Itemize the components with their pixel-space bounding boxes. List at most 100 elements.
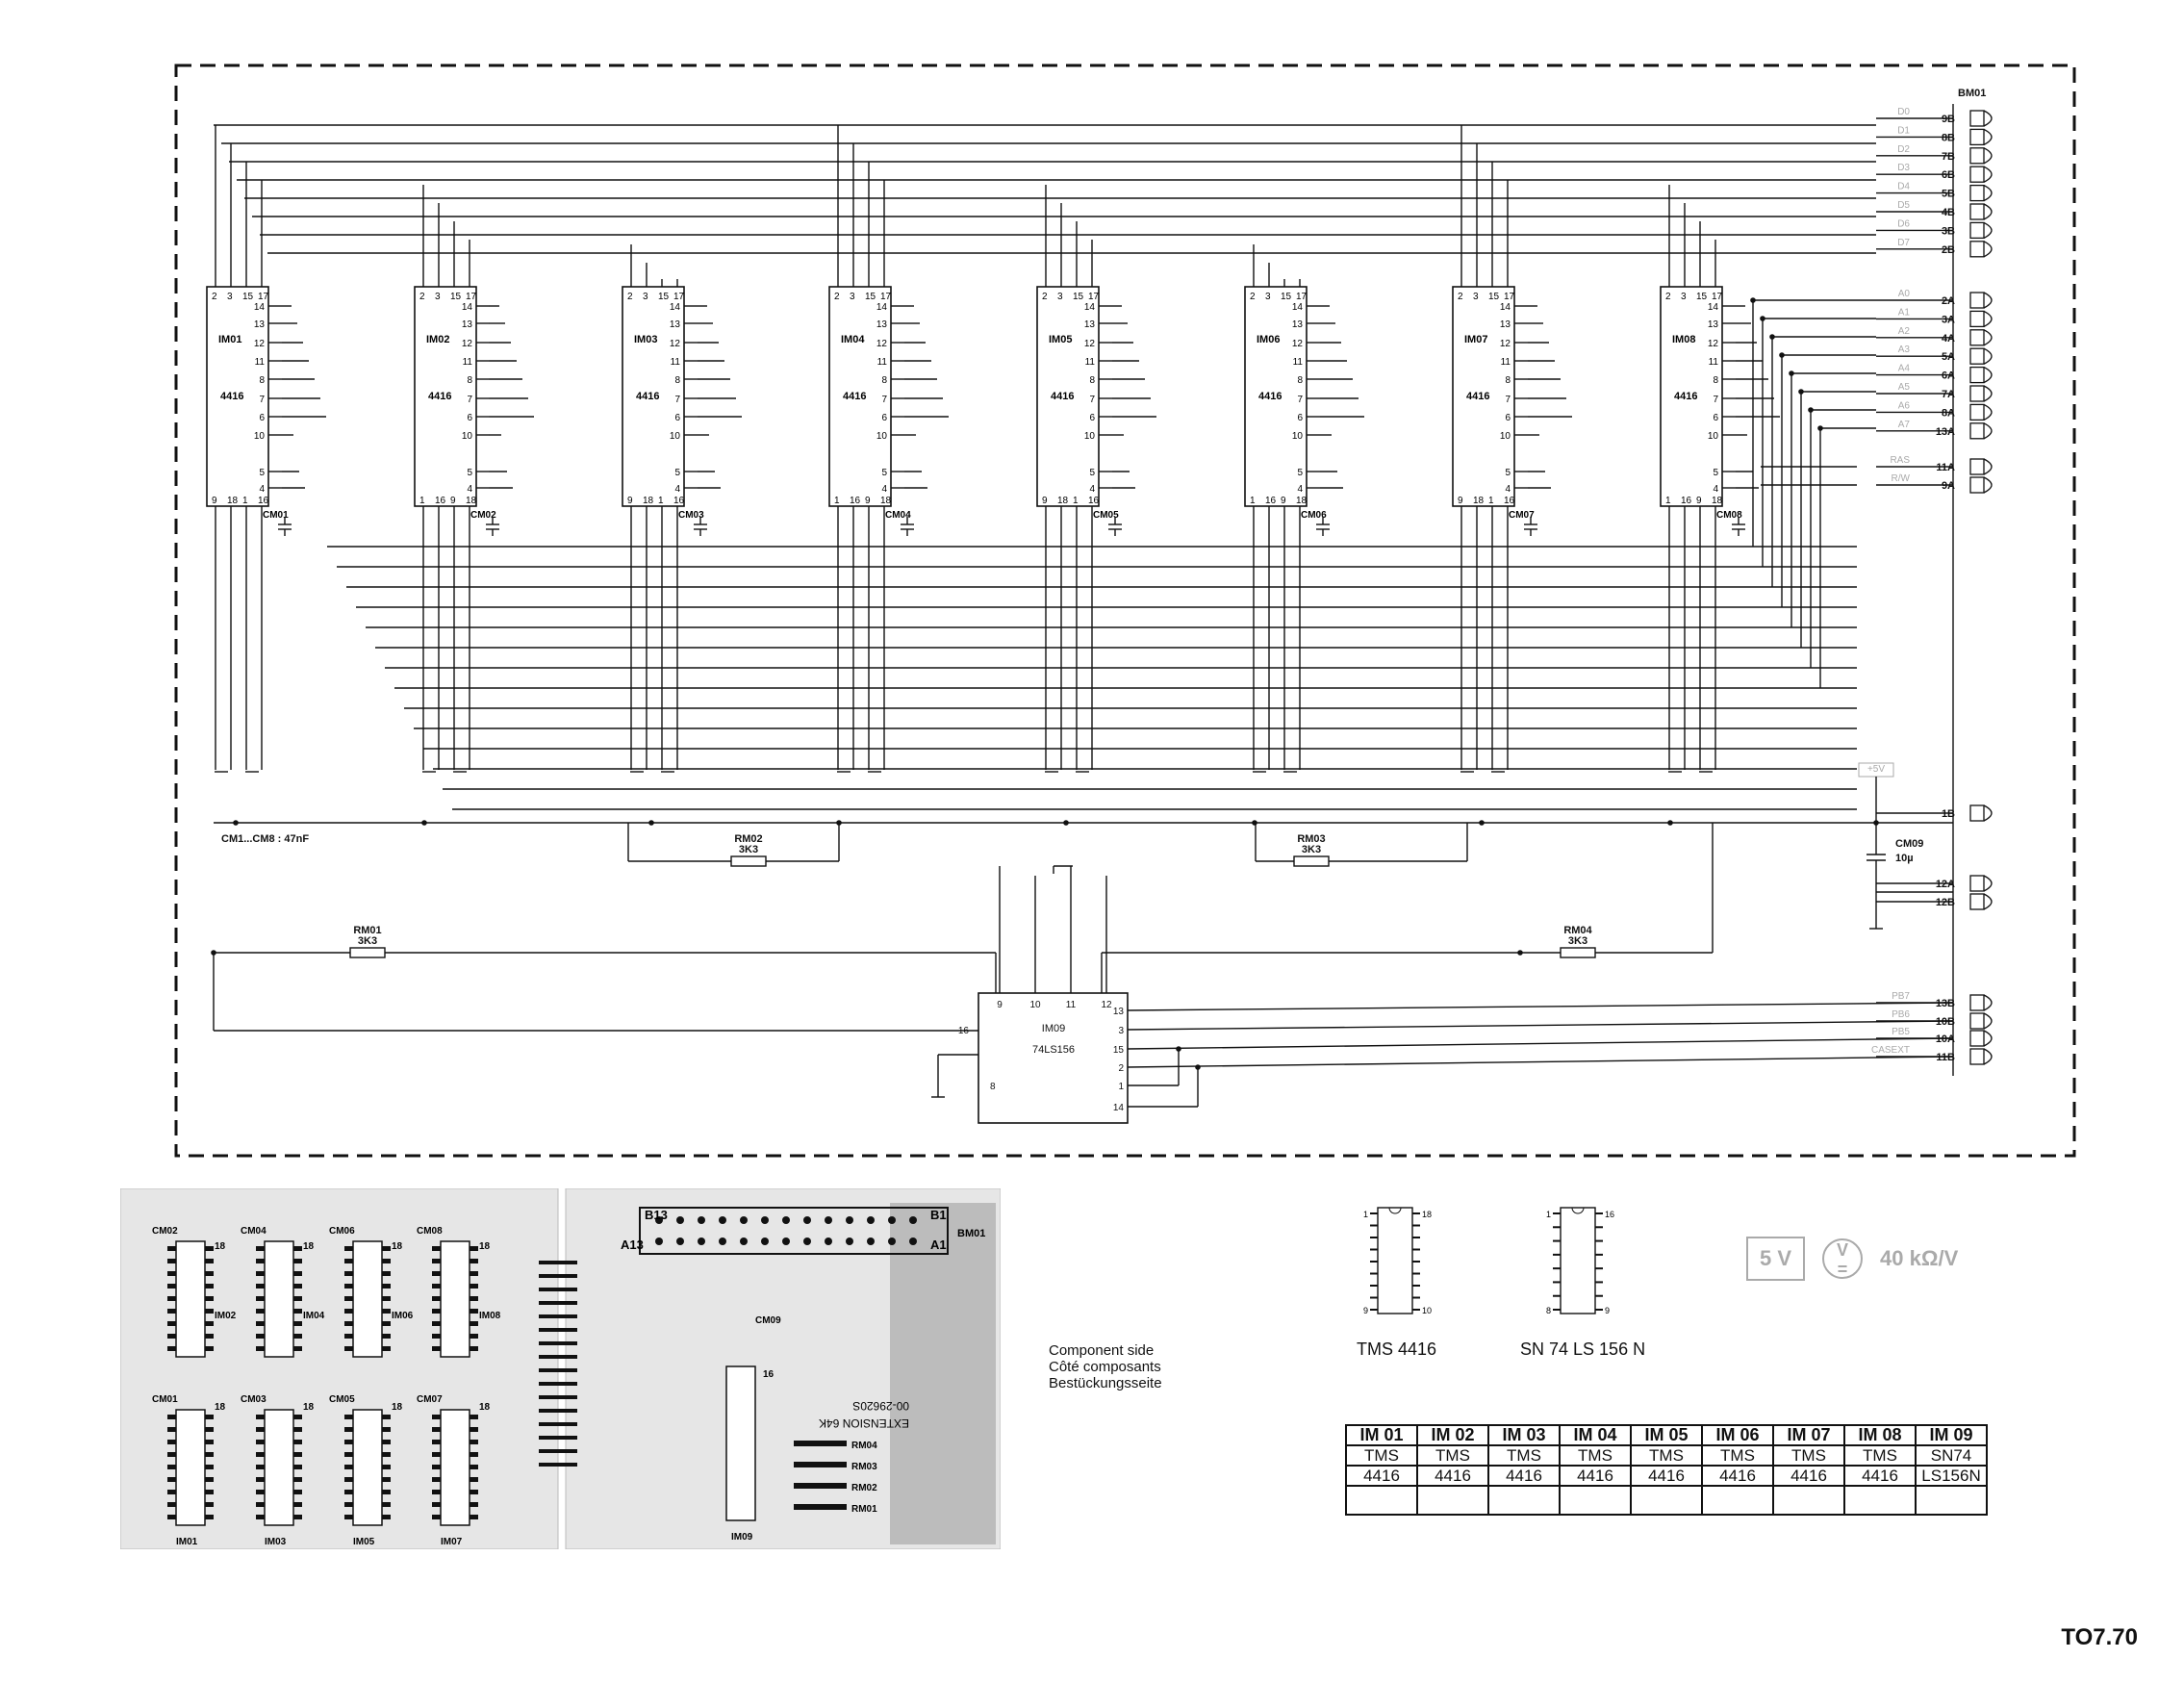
- connector-pin-number: 10B: [1936, 1016, 1955, 1028]
- chip-pin-number: 13: [462, 319, 473, 330]
- chip-pin-number: 5: [1505, 468, 1511, 478]
- pcb-chip-pad: [382, 1415, 391, 1419]
- pcb-chip-pad: [470, 1259, 478, 1263]
- junction-dot: [1479, 820, 1485, 826]
- decoder-pin-number: 1: [1118, 1082, 1124, 1092]
- connector-pin-socket: [1969, 875, 1985, 892]
- chip-pin-number: 3: [1265, 292, 1271, 302]
- chip-pin-number: 14: [1084, 302, 1096, 313]
- ic-table-empty-cell: [1630, 1485, 1703, 1516]
- pcb-pin-mark: 18: [392, 1241, 403, 1252]
- pcb-chip-pad: [205, 1246, 214, 1251]
- resistor-rm04-value: 3K3: [1568, 935, 1587, 947]
- address-signal-label: A7: [1898, 420, 1911, 430]
- data-signal-label: D2: [1897, 144, 1910, 155]
- pcb-chip-pad: [293, 1490, 302, 1494]
- chip-pin-number: 5: [1713, 468, 1718, 478]
- voltmeter-icon: V=: [1822, 1238, 1864, 1279]
- chip-pin-number: 9: [450, 496, 456, 506]
- connector-pin-number: 13B: [1936, 998, 1955, 1009]
- connector-pin-contact: [1983, 367, 1993, 384]
- decoder-pin-number: 10: [1029, 1000, 1041, 1010]
- pcb-chip-pad: [470, 1321, 478, 1326]
- pcb-chip-pad: [470, 1427, 478, 1432]
- pcb-chip-pad: [167, 1346, 176, 1351]
- pcb-connector-pad: [825, 1237, 832, 1245]
- chip-pin-number: 4: [674, 484, 680, 495]
- chip-pin-number: 9: [865, 496, 871, 506]
- ic-table-header: IM 06: [1701, 1424, 1774, 1446]
- ic-table-empty-cell: [1915, 1485, 1988, 1516]
- chip-pin-number: 18: [1712, 496, 1723, 506]
- pcb-chip-pad: [293, 1346, 302, 1351]
- dashed-board-outline: [174, 64, 2076, 1158]
- ic-table-empty-cell: [1345, 1485, 1418, 1516]
- connector-pin-contact: [1983, 1012, 1993, 1030]
- connector-pin-number: 4A: [1942, 333, 1955, 344]
- chip-type: 4416: [220, 391, 243, 402]
- pcb-chip-pad: [293, 1246, 302, 1251]
- pcb-connector-trace: [539, 1395, 577, 1399]
- chip-pin-number: 2: [212, 292, 217, 302]
- pcb-chip-pad: [382, 1334, 391, 1339]
- ic-table-empty-cell: [1416, 1485, 1489, 1516]
- pcb-chip-pad: [470, 1346, 478, 1351]
- pcb-chip-pad: [344, 1259, 353, 1263]
- pcb-chip-pad: [382, 1490, 391, 1494]
- connector-pin-contact: [1983, 804, 1993, 822]
- chip-pin-number: 4: [1089, 484, 1095, 495]
- package-label-74ls156: SN 74 LS 156 N: [1520, 1340, 1646, 1359]
- connector-pin-socket: [1969, 347, 1985, 365]
- pcb-chip-pad: [293, 1465, 302, 1469]
- chip-type: 4416: [843, 391, 866, 402]
- connector-pin-contact: [1983, 422, 1993, 440]
- pcb-chip-pad: [205, 1502, 214, 1507]
- package-notch: [1571, 1207, 1585, 1214]
- pcb-connector-trace: [539, 1355, 577, 1359]
- resistor-rm03: [1293, 855, 1330, 867]
- pcb-chip-pad: [344, 1465, 353, 1469]
- chip-pin-number: 13: [1084, 319, 1096, 330]
- pcb-chip-pad: [256, 1346, 265, 1351]
- pcb-chip-label: IM03: [265, 1537, 287, 1547]
- connector-pin-contact: [1983, 128, 1993, 145]
- chip-pin-number: 18: [466, 496, 477, 506]
- pcb-chip-pad: [382, 1246, 391, 1251]
- ic-table-empty-cell: [1559, 1485, 1632, 1516]
- connector-pin-socket: [1969, 184, 1985, 202]
- chip-pin-number: 8: [881, 375, 887, 386]
- pcb-chip-pad: [470, 1415, 478, 1419]
- pcb-chip-pad: [344, 1415, 353, 1419]
- cm09-value: 10µ: [1895, 853, 1914, 864]
- pcb-chip-label: IM04: [303, 1311, 325, 1321]
- resistor-rm04: [1560, 947, 1596, 958]
- ic-table-cell: TMS: [1416, 1444, 1489, 1467]
- pcb-chip-pad: [293, 1296, 302, 1301]
- chip-pin-number: 14: [1708, 302, 1719, 313]
- pcb-chip-outline: [440, 1409, 470, 1526]
- pcb-chip-pad: [432, 1477, 441, 1482]
- pcb-chip-pad: [344, 1334, 353, 1339]
- pcb-chip-pad: [344, 1427, 353, 1432]
- connector-pin-number: 3A: [1942, 314, 1955, 325]
- pcb-chip-pad: [167, 1515, 176, 1519]
- chip-pin-number: 15: [865, 292, 876, 302]
- chip-pin-number: 11: [1293, 357, 1304, 368]
- pcb-chip-pad: [432, 1309, 441, 1314]
- pcb-connector-pad: [782, 1216, 790, 1224]
- ic-table-cell: TMS: [1843, 1444, 1917, 1467]
- control-signal-label: RAS: [1890, 455, 1910, 466]
- pcb-chip-pad: [167, 1465, 176, 1469]
- select-signal-label: CASEXT: [1871, 1045, 1910, 1056]
- chip-pin-number: 4: [1713, 484, 1718, 495]
- pcb-chip-outline: [175, 1240, 206, 1358]
- decoder-pin-number: 8: [990, 1082, 996, 1092]
- decoder-type: 74LS156: [1032, 1044, 1075, 1056]
- chip-pin-number: 13: [876, 319, 888, 330]
- pcb-chip-pad: [256, 1490, 265, 1494]
- pcb-chip-pad: [382, 1440, 391, 1444]
- connector-pin-contact: [1983, 893, 1993, 910]
